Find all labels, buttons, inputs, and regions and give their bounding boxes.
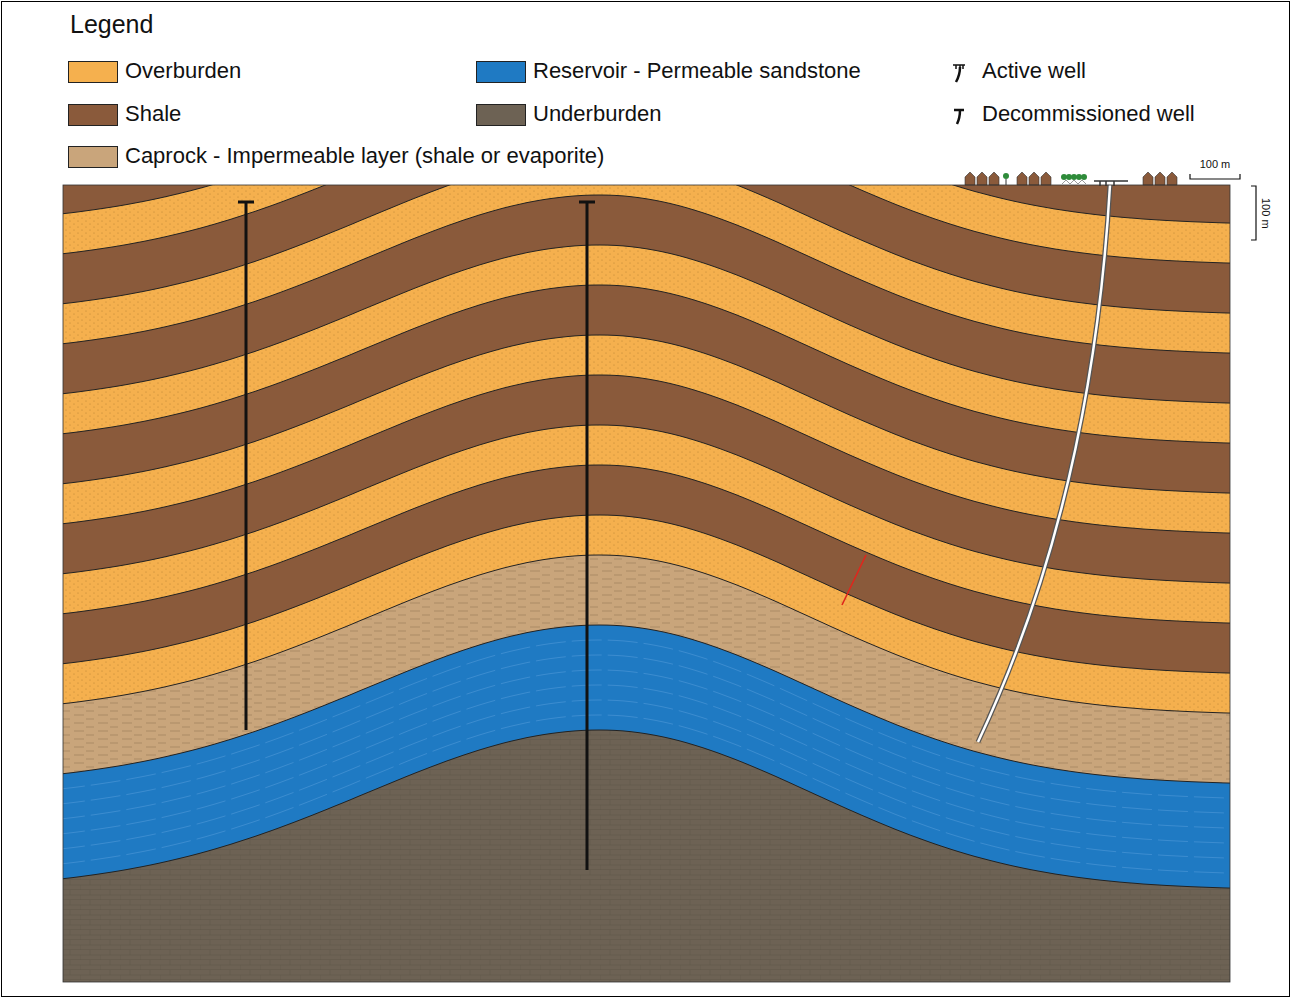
legend-title: Legend — [70, 10, 153, 39]
legend-label: Underburden — [533, 101, 661, 127]
scale-bar — [1190, 174, 1240, 179]
legend-label: Reservoir - Permeable sandstone — [533, 58, 861, 84]
decommissioned-well-symbol — [950, 104, 970, 128]
decommissioned-well — [238, 202, 595, 870]
scale-label: 100 m — [1260, 198, 1272, 229]
legend-swatch — [476, 61, 526, 83]
scale-label: 100 m — [1200, 158, 1231, 170]
legend-label: Caprock - Impermeable layer (shale or ev… — [125, 143, 604, 169]
legend-label: Shale — [125, 101, 181, 127]
legend-swatch — [68, 104, 118, 126]
legend-label: Decommissioned well — [982, 101, 1195, 127]
legend-label: Overburden — [125, 58, 241, 84]
legend-swatch — [476, 104, 526, 126]
legend-swatch — [68, 146, 118, 168]
legend-swatch — [68, 61, 118, 83]
active-well-symbol — [950, 61, 970, 85]
legend-label: Active well — [982, 58, 1086, 84]
surface-buildings — [965, 172, 1177, 185]
scale-bar — [1251, 186, 1256, 240]
active-well — [978, 181, 1128, 742]
fault-line — [842, 555, 866, 605]
